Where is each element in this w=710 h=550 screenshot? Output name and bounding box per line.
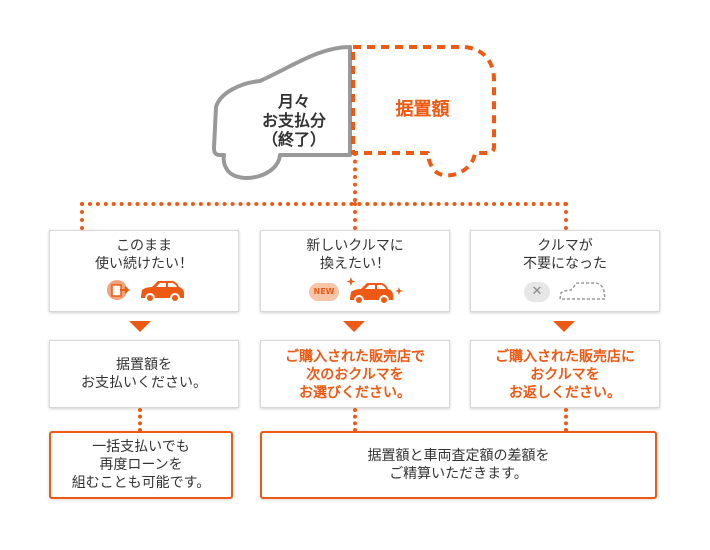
connector-middle — [353, 202, 357, 230]
connector-vertical — [353, 152, 357, 202]
orange-car-icon — [141, 281, 184, 303]
option-card-keep: このまま 使い続けたい！ — [49, 230, 239, 312]
residual-car-half — [351, 45, 496, 178]
option-label: 新しいクルマに 換えたい！ — [306, 238, 404, 272]
connector-right — [564, 202, 568, 230]
new-badge-label: NEW — [313, 287, 335, 296]
car-diagram — [212, 45, 496, 180]
new-badge: NEW — [309, 283, 339, 301]
action-card-keep: 据置額を お支払いください。 — [49, 340, 239, 408]
action-card-return: ご購入された販売店に おクルマを お返しください。 — [470, 340, 660, 408]
option-card-new: 新しいクルマに 換えたい！ NEW — [260, 230, 450, 312]
action-label: ご購入された販売店で 次のおクルマを お選びください。 — [285, 349, 425, 401]
action-label: ご購入された販売店に おクルマを お返しください。 — [495, 349, 635, 401]
monthly-payment-label: 月々 お支払分 （終了） — [261, 92, 326, 149]
connector-result-middle — [353, 408, 357, 432]
residual-label: 据置額 — [395, 99, 450, 120]
connector-result-right — [564, 408, 568, 432]
result-box-right: 据置額と車両査定額の差額を ご精算いただきます。 — [260, 431, 657, 499]
arrow-down-new — [343, 321, 365, 332]
connector-result-left — [138, 408, 142, 432]
action-card-new: ご購入された販売店で 次のおクルマを お選びください。 — [260, 340, 450, 408]
connector-horizontal — [80, 202, 568, 206]
arrow-down-return — [553, 321, 575, 332]
monthly-payment-car-half — [212, 45, 352, 180]
orange-car-sparkle-icon — [346, 277, 403, 305]
action-label: 据置額を お支払いください。 — [81, 357, 207, 391]
dashed-car-icon — [559, 282, 606, 300]
arrow-down-keep — [129, 321, 151, 332]
option-label: このまま 使い続けたい！ — [95, 238, 193, 272]
connector-left — [80, 202, 84, 230]
cross-icon: ✕ — [524, 282, 550, 302]
option-label: クルマが 不要になった — [523, 238, 607, 272]
result-box-left: 一括支払いでも 再度ローンを 組むことも可能です。 — [49, 431, 233, 499]
document-arrow-icon — [107, 280, 130, 300]
option-card-return: クルマが 不要になった ✕ — [470, 230, 660, 312]
